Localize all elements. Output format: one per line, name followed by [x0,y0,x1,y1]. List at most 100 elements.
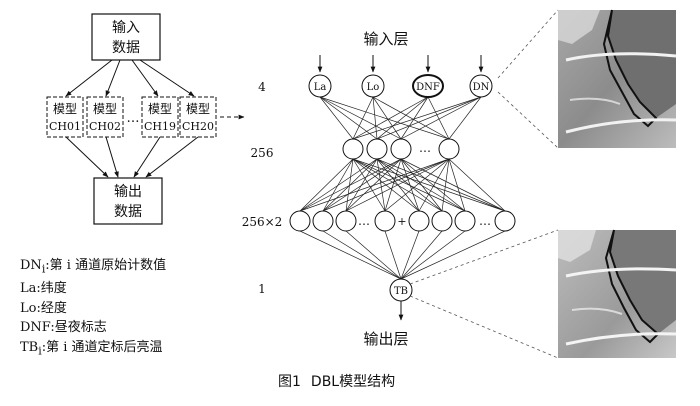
layer-size-output: 1 [258,282,266,296]
network-edge [345,158,450,212]
model-label: 模型 [53,102,77,116]
network-edge [448,158,466,212]
network-edge [384,158,402,212]
network-edge [427,96,450,140]
model-box-ch20: 模型 CH20 [179,96,217,138]
model-box-ch02: 模型 CH02 [86,96,124,138]
output-data-box [93,177,163,225]
neural-network: 输入层 输出层 4 256 256×2 1 La Lo DNF DN [242,30,516,348]
input-node-la: La [308,74,332,98]
figure-title: DBL模型结构 [310,374,396,390]
hidden-2-node [494,210,516,232]
flow-chart: 输入 数据 模型 CH01 模型 CH02 … 模型 CH19 模型 CH20 [46,13,245,225]
network-edge [400,96,482,140]
network-edge [376,96,429,140]
network-edge [376,158,466,212]
layer-size-hidden-1: 256 [251,146,274,160]
network-edges [299,96,506,280]
network-edge [322,158,402,212]
model-channel: CH01 [49,120,81,133]
hidden-1-node [390,138,412,160]
legend-desc: :纬度 [36,281,67,297]
arrow-to-model-20 [139,59,195,97]
output-node-label: TB [394,286,408,297]
network-edge [448,96,482,140]
input-node-label: Lo [367,82,380,93]
network-edge [376,96,482,140]
hidden-2-ellipsis-right: … [479,214,491,228]
arrow-from-model-20 [145,136,199,178]
network-edge [400,230,506,280]
network-edge [352,96,429,140]
network-edge [352,96,374,140]
arrow-to-model-2 [105,59,121,97]
input-data-box [91,13,161,61]
layer-size-input: 4 [258,80,266,94]
network-edge [384,230,402,280]
network-edge [441,158,450,212]
hidden-2-plus: + [397,215,406,228]
model-channel: CH02 [89,120,121,133]
network-edge [372,96,450,140]
network-edge [299,158,402,212]
network-edge [319,96,378,140]
input-node-label: DNF [416,82,440,93]
legend-term: Lo [20,300,37,316]
network-edge [418,158,450,212]
network-edge [319,96,402,140]
legend-item-dnf: DNF:昼夜标志 [20,318,166,338]
network-edge [322,158,450,212]
legend-subscript: i [41,262,46,276]
hidden-1-node [342,138,364,160]
input-node-dnf: DNF [412,74,444,98]
hidden-2-node [374,210,396,232]
hidden-2-node [312,210,334,232]
legend-term: La [20,281,37,297]
network-edge [400,158,420,212]
network-edge [372,96,402,140]
hidden-2-ellipsis-left: … [358,214,370,228]
network-edge [376,158,506,212]
legend-item-la: La:纬度 [20,279,166,299]
input-arrows [317,55,484,73]
hidden-1-node [438,138,460,160]
hidden-layer-1: … [342,138,460,160]
network-edge [400,96,429,140]
hidden-2-node [408,210,430,232]
legend-desc: :昼夜标志 [50,320,107,336]
model-label: 模型 [93,102,117,116]
hidden-1-node [366,138,388,160]
network-edge [400,230,443,280]
model-ellipsis: … [127,111,140,126]
input-node-lo: Lo [361,74,385,98]
legend-term: DN [20,258,42,273]
network-edge [299,158,354,212]
arrow-from-model-2 [105,136,119,178]
input-data-line1: 输入 [112,20,140,36]
hidden-layer-2: … + … [289,210,516,232]
network-edge [448,158,506,212]
legend-desc: :第 i 通道定标后亮温 [41,339,163,355]
hidden-1-ellipsis: … [419,141,431,155]
input-node-label: DN [473,82,490,93]
network-edge [400,230,420,280]
network-edge [299,158,378,212]
hidden-2-node [454,210,476,232]
input-node-label: La [314,82,327,93]
output-data-line2: 数据 [114,204,142,220]
network-edge [319,96,450,140]
output-node-tb: TB [389,278,413,302]
model-box-ch19: 模型 CH19 [141,96,179,138]
network-edge [345,230,402,280]
legend-item-tb: TBi:第 i 通道定标后亮温 [20,338,166,361]
arrow-from-model-1 [65,136,109,178]
legend-item-lo: Lo:经度 [20,299,166,319]
input-layer-title: 输入层 [363,30,408,48]
input-data-line2: 数据 [112,40,140,56]
network-edge [352,158,386,212]
legend-desc: :第 i 通道原始计数值 [45,258,167,273]
network-edge [400,158,506,212]
legend-subscript: i [38,344,42,358]
